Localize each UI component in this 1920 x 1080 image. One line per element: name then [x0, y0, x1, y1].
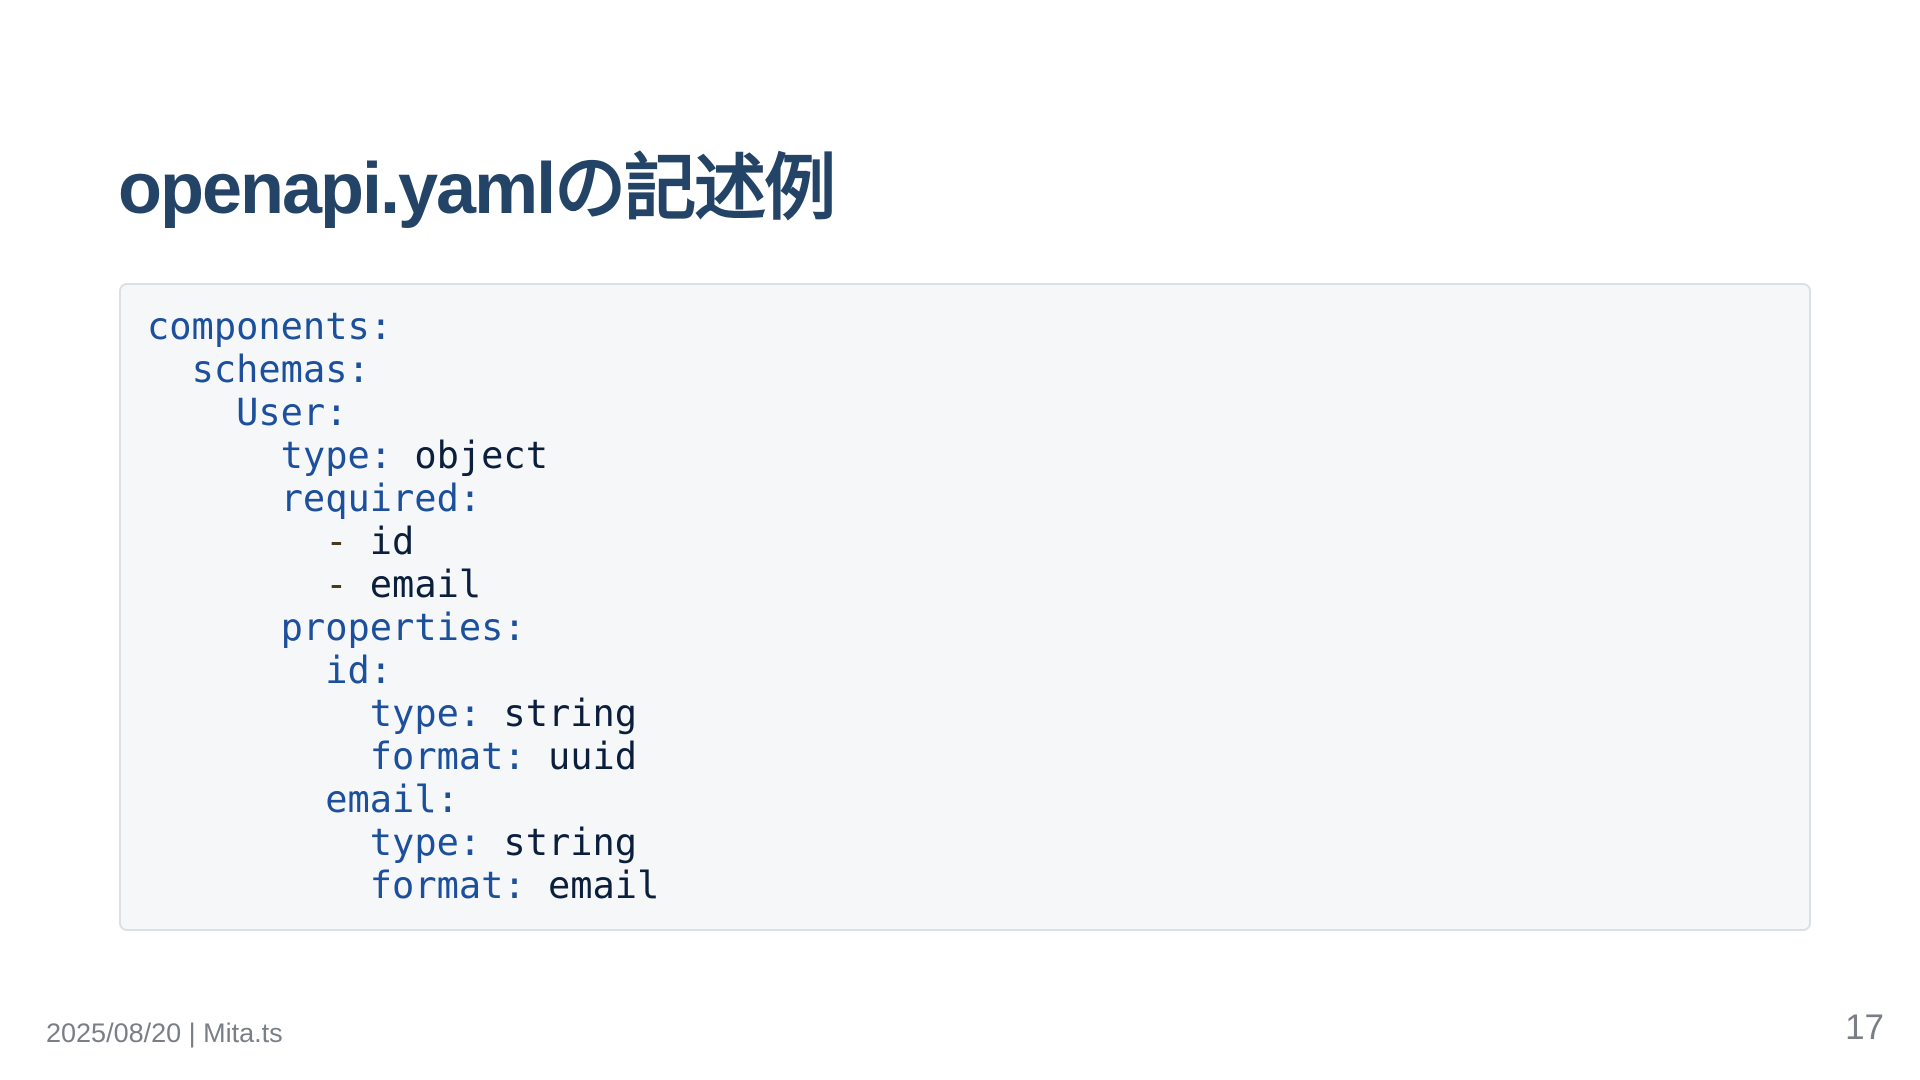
code-line: type: object [147, 434, 1783, 477]
code-value: string [481, 821, 638, 864]
code-colon: : [503, 606, 526, 649]
footer-date-author: 2025/08/20 | Mita.ts [46, 1018, 283, 1048]
code-key: required [280, 477, 459, 520]
code-indent [147, 391, 236, 434]
code-key: components [147, 305, 370, 348]
code-indent [147, 348, 192, 391]
code-colon: : [458, 821, 482, 864]
code-key: properties [280, 606, 504, 649]
page-number: 17 [1845, 1008, 1884, 1047]
code-value: email [525, 864, 660, 907]
code-key: email [325, 778, 437, 821]
code-line: format: uuid [147, 735, 1783, 778]
code-line: format: email [147, 864, 1783, 907]
code-colon: : [369, 649, 393, 692]
code-indent [147, 692, 370, 735]
code-colon: : [458, 692, 482, 735]
code-line: required: [147, 477, 1783, 520]
code-line: type: string [147, 692, 1783, 735]
code-indent [147, 520, 325, 563]
code-line: schemas: [147, 348, 1783, 391]
code-line: - id [147, 520, 1783, 563]
code-list-dash: - [325, 563, 370, 606]
code-line: id: [147, 649, 1783, 692]
code-line: properties: [147, 606, 1783, 649]
code-colon: : [503, 735, 526, 778]
code-colon: : [369, 434, 393, 477]
code-indent [147, 477, 281, 520]
code-value: object [392, 434, 548, 477]
code-colon: : [458, 477, 482, 520]
code-colon: : [369, 305, 393, 348]
code-colon: : [347, 348, 370, 391]
code-key: schemas [191, 348, 348, 391]
code-key: type [369, 821, 459, 864]
code-line: User: [147, 391, 1783, 434]
code-indent [147, 821, 370, 864]
code-list-dash: - [325, 520, 370, 563]
code-indent [147, 864, 370, 907]
code-key: id [325, 649, 370, 692]
code-line: - email [147, 563, 1783, 606]
code-colon: : [325, 391, 348, 434]
code-block: components: schemas: User: type: object … [119, 283, 1811, 931]
code-key: format [369, 735, 504, 778]
code-key: type [280, 434, 370, 477]
code-value: uuid [525, 735, 638, 778]
code-key: User [236, 391, 326, 434]
code-indent [147, 606, 281, 649]
code-line: type: string [147, 821, 1783, 864]
code-line: components: [147, 305, 1783, 348]
code-key: format [369, 864, 504, 907]
code-key: type [369, 692, 459, 735]
slide-title: openapi.yamlの記述例 [118, 149, 836, 229]
code-indent [147, 778, 325, 821]
code-value: id [369, 520, 415, 563]
code-line: email: [147, 778, 1783, 821]
code-indent [147, 563, 325, 606]
code-value: email [369, 563, 482, 606]
code-value: string [481, 692, 638, 735]
code-colon: : [503, 864, 526, 907]
code-indent [147, 434, 281, 477]
code-colon: : [436, 778, 459, 821]
code-indent [147, 649, 325, 692]
code-indent [147, 735, 370, 778]
